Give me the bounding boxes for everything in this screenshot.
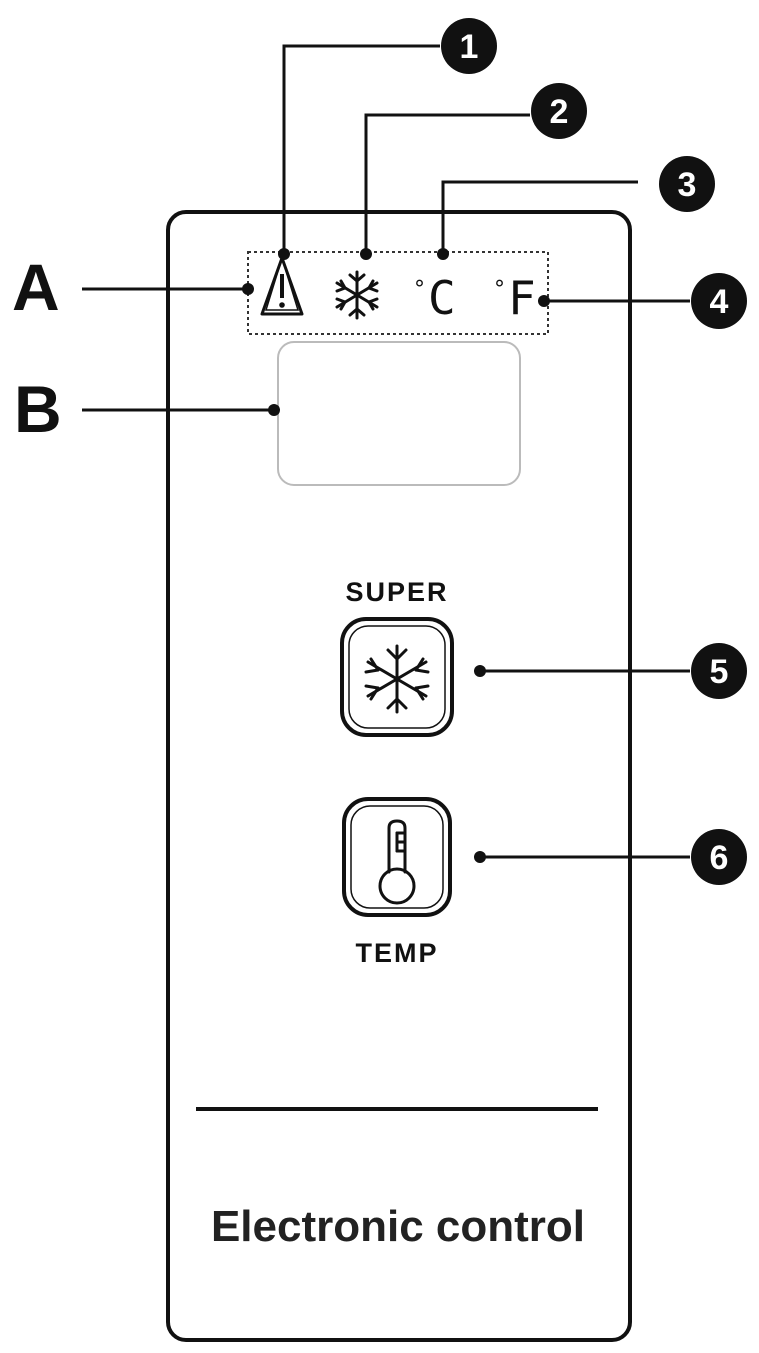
temp-button[interactable] [342, 797, 452, 917]
callout-badge-2 [531, 83, 587, 139]
leader-dot-2 [360, 248, 372, 260]
fahrenheit-indicator: ° F [494, 271, 536, 325]
snowflake-icon [335, 270, 379, 320]
celsius-unit-label: C [428, 271, 456, 325]
thermometer-icon [378, 819, 416, 905]
leader-dot-6 [474, 851, 486, 863]
leader-dot-b [268, 404, 280, 416]
leader-dot-a [242, 283, 254, 295]
callout-badge-5 [691, 643, 747, 699]
control-panel [166, 210, 632, 1342]
warning-triangle-icon [260, 255, 304, 316]
fahrenheit-unit-label: F [508, 271, 536, 325]
leader-dot-4 [538, 295, 550, 307]
leader-dot-5 [474, 665, 486, 677]
celsius-degree-sign: ° [414, 277, 425, 302]
super-button[interactable] [340, 617, 454, 737]
super-button-label: SUPER [345, 577, 448, 607]
callout-number-6: 6 [710, 839, 729, 877]
leader-line-1 [282, 44, 440, 254]
panel-title: Electronic control [211, 1202, 585, 1251]
callout-number-1: 1 [460, 28, 479, 66]
leader-line-3 [441, 180, 638, 254]
callout-badge-1 [441, 18, 497, 74]
callout-number-2: 2 [550, 93, 569, 131]
temperature-display [277, 341, 521, 486]
super-freeze-snowflake-icon [364, 644, 430, 714]
temp-button-label: TEMP [355, 938, 438, 968]
leader-dot-3 [437, 248, 449, 260]
callout-badge-6 [691, 829, 747, 885]
callout-number-3: 3 [678, 166, 697, 204]
celsius-indicator: ° C [414, 271, 456, 325]
callout-number-4: 4 [710, 283, 729, 321]
leader-dot-1 [278, 248, 290, 260]
callout-letter-a: A [12, 250, 60, 324]
fahrenheit-degree-sign: ° [494, 277, 505, 302]
callout-number-5: 5 [710, 653, 729, 691]
leader-line-2 [364, 113, 530, 254]
callout-letter-b: B [14, 372, 62, 446]
callout-badge-4 [691, 273, 747, 329]
callout-badge-3 [659, 156, 715, 212]
